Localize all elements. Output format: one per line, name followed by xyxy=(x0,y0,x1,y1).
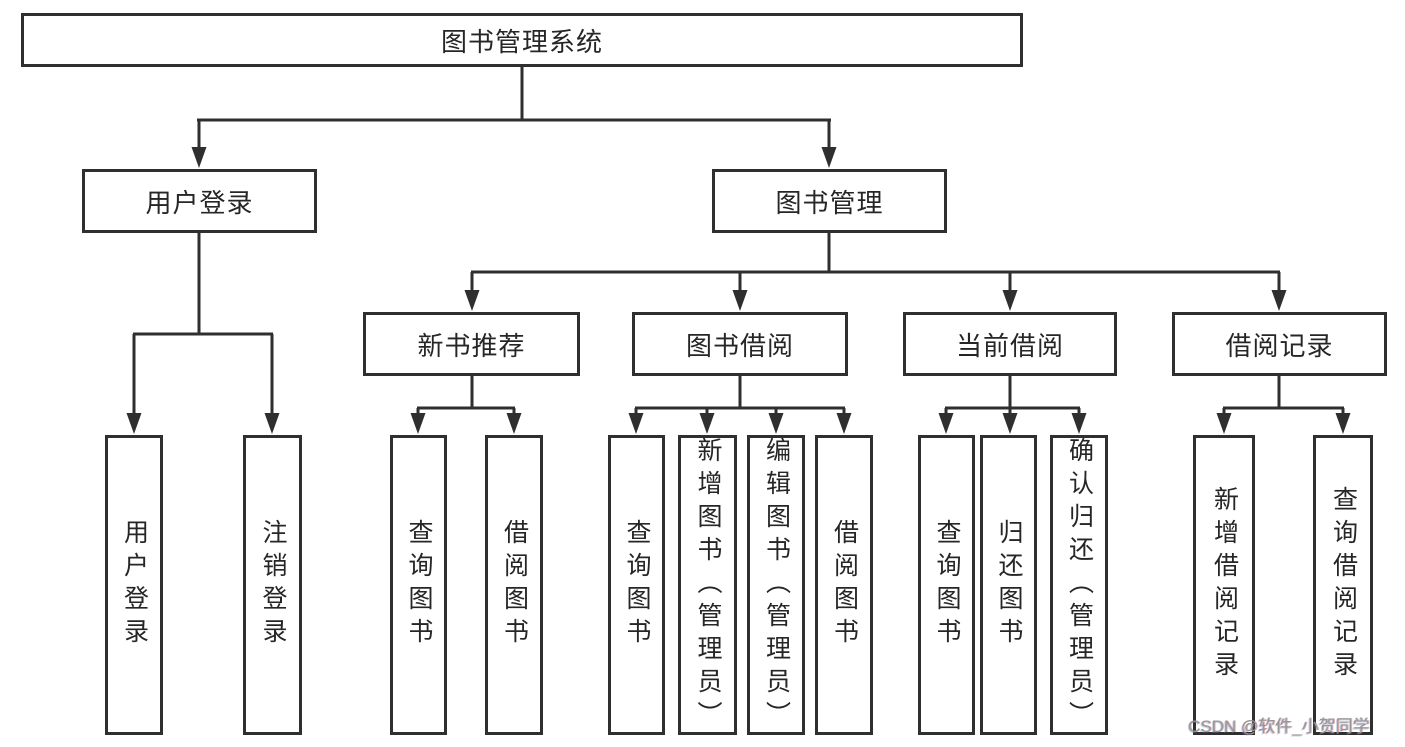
leaf-query-books-current: 查询图书 xyxy=(918,435,975,735)
leaf-edit-books-admin: 编辑图书（管理员） xyxy=(747,435,805,735)
leaf-confirm-return-admin: 确认归还（管理员） xyxy=(1050,435,1108,735)
leaf-return-books: 归还图书 xyxy=(980,435,1037,735)
leaf-label: 编辑图书（管理员） xyxy=(762,436,791,734)
leaf-label: 查询图书 xyxy=(405,519,433,651)
node-current-borrowing: 当前借阅 xyxy=(903,312,1117,376)
leaf-label: 用户登录 xyxy=(120,519,149,651)
leaf-query-books-borrow: 查询图书 xyxy=(608,435,665,735)
node-library-management-system: 图书管理系统 xyxy=(21,13,1023,67)
leaf-label: 查询图书 xyxy=(623,519,651,651)
leaf-borrow-books-borrow: 借阅图书 xyxy=(815,435,873,735)
leaf-label: 确认归还（管理员） xyxy=(1065,436,1094,734)
leaf-label: 新增图书（管理员） xyxy=(694,436,722,734)
leaf-label: 注销登录 xyxy=(259,519,287,651)
csdn-watermark: CSDN @软件_小贺同学 xyxy=(1188,717,1370,736)
leaf-label: 查询图书 xyxy=(933,519,961,651)
leaf-label: 新增借阅记录 xyxy=(1210,486,1239,684)
leaf-borrow-books-newbook: 借阅图书 xyxy=(485,435,543,735)
leaf-label: 借阅图书 xyxy=(830,519,859,651)
leaf-label: 查询借阅记录 xyxy=(1329,486,1358,684)
leaf-query-books-newbook: 查询图书 xyxy=(390,435,447,735)
leaf-query-borrow-record: 查询借阅记录 xyxy=(1313,435,1373,735)
leaf-logout: 注销登录 xyxy=(243,435,302,735)
node-borrowing-records: 借阅记录 xyxy=(1172,312,1387,376)
leaf-add-books-admin: 新增图书（管理员） xyxy=(678,435,737,735)
node-new-book-recommendation: 新书推荐 xyxy=(363,312,580,376)
node-book-management: 图书管理 xyxy=(712,169,947,233)
node-book-borrowing: 图书借阅 xyxy=(632,312,848,376)
node-user-login: 用户登录 xyxy=(82,169,317,233)
leaf-label: 借阅图书 xyxy=(500,519,529,651)
leaf-add-borrow-record: 新增借阅记录 xyxy=(1193,435,1255,735)
leaf-user-login: 用户登录 xyxy=(105,435,163,735)
leaf-label: 归还图书 xyxy=(995,519,1023,651)
